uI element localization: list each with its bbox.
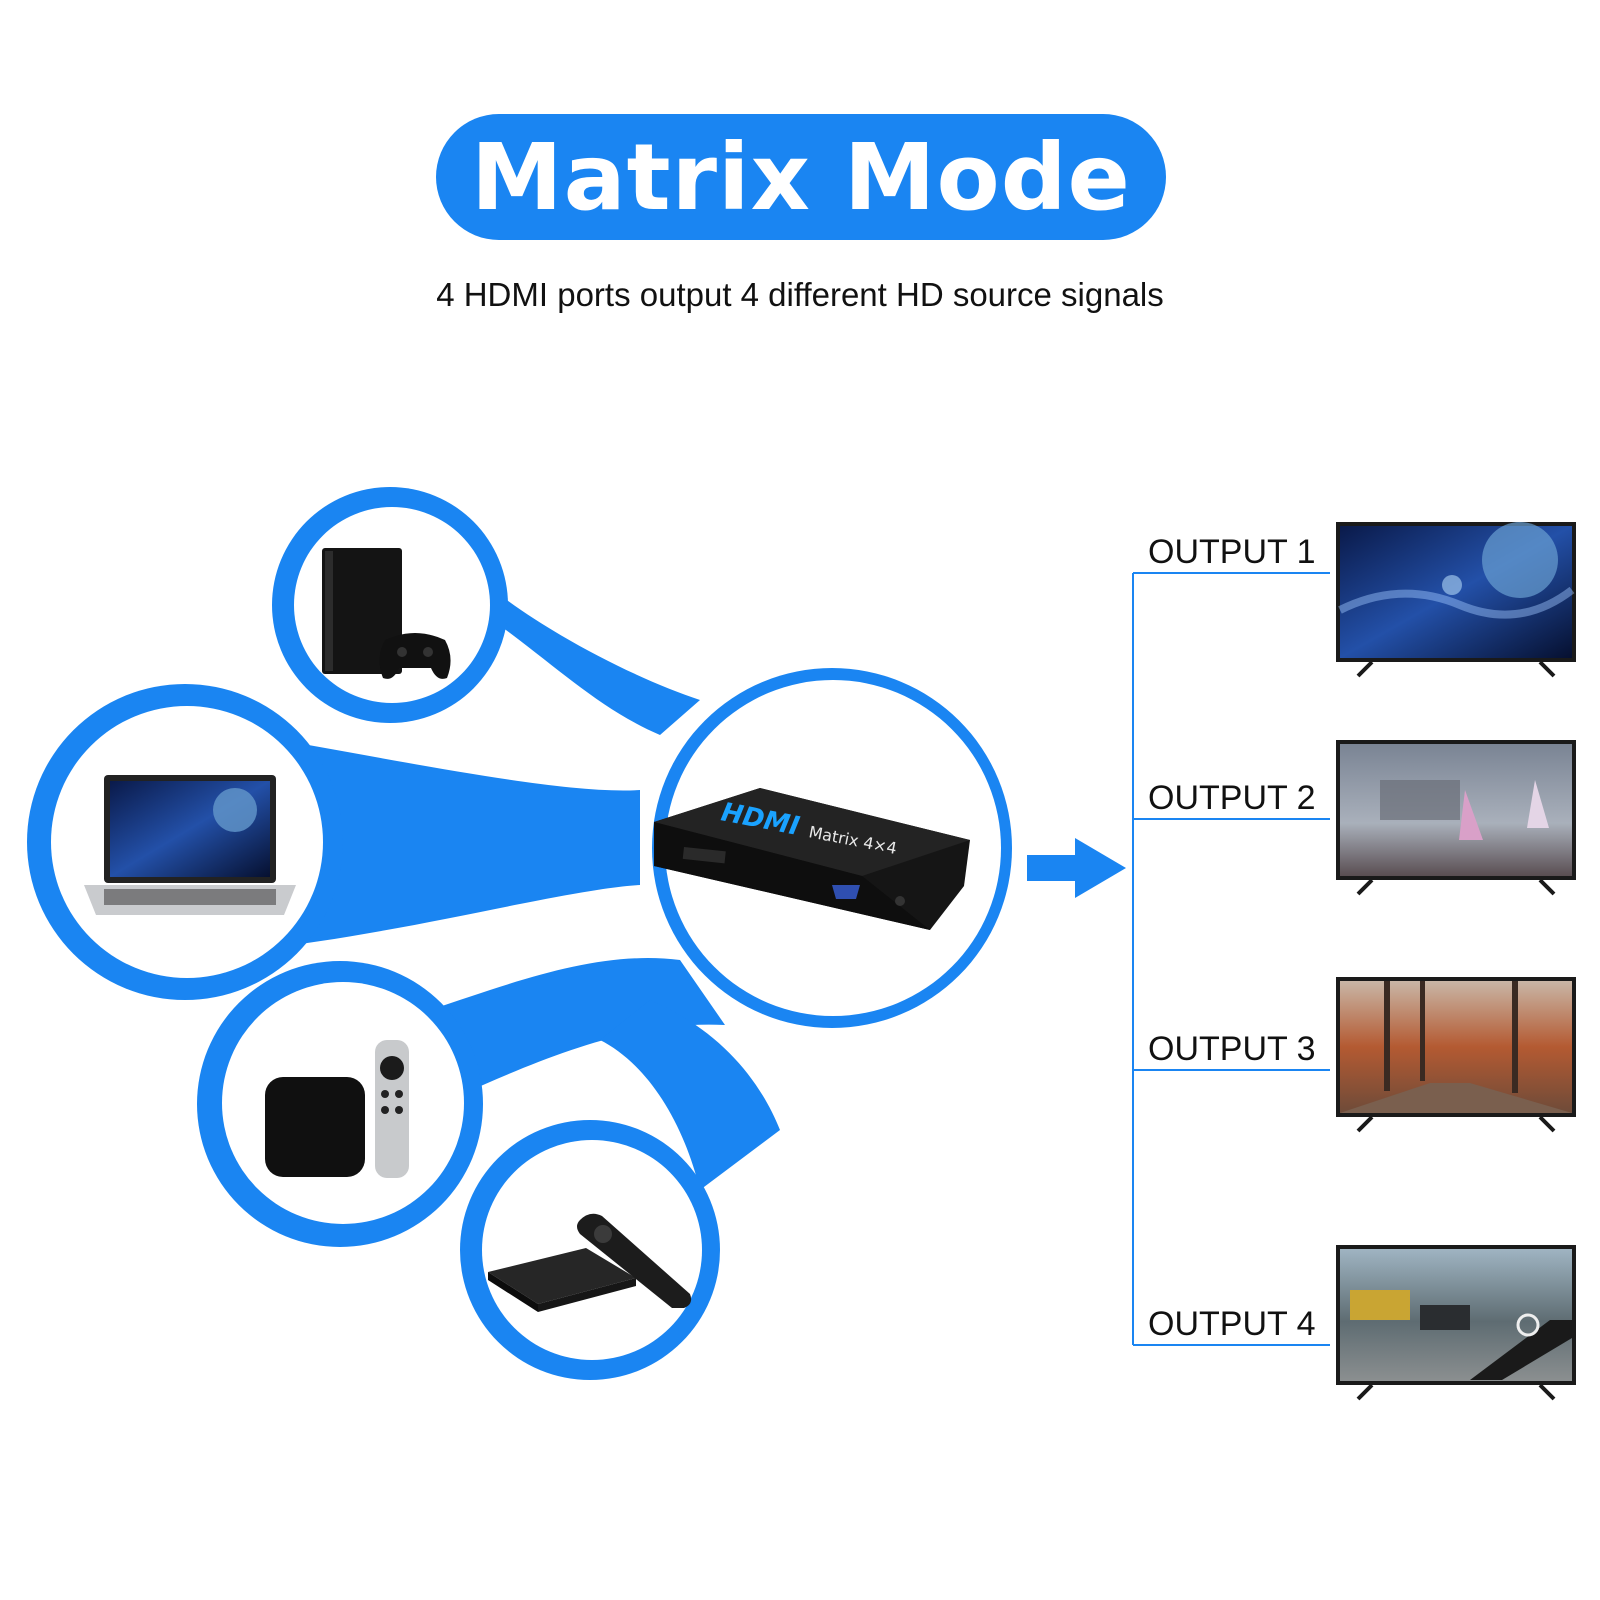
page-subtitle: 4 HDMI ports output 4 different HD sourc… xyxy=(436,276,1164,313)
output-label-1: OUTPUT 1 xyxy=(1148,533,1316,571)
streaming-box-icon xyxy=(265,1040,409,1178)
output-label-4: OUTPUT 4 xyxy=(1148,1305,1316,1343)
fire-tv-icon xyxy=(488,1213,692,1312)
output-bracket xyxy=(1132,572,1330,1346)
arrow-right-icon xyxy=(1027,838,1126,898)
tv-output-2 xyxy=(1336,740,1576,896)
tv-output-4 xyxy=(1336,1245,1576,1401)
game-console-icon xyxy=(322,548,451,679)
tv-output-3 xyxy=(1336,977,1576,1133)
page-title: Matrix Mode xyxy=(471,123,1131,231)
output-label-3: OUTPUT 3 xyxy=(1148,1030,1316,1068)
tv-output-1 xyxy=(1336,522,1576,678)
laptop-icon xyxy=(84,775,296,915)
title-banner: Matrix Mode xyxy=(436,114,1166,240)
output-label-2: OUTPUT 2 xyxy=(1148,779,1316,817)
hdmi-matrix-device: HDMI Matrix 4×4 xyxy=(654,788,970,930)
